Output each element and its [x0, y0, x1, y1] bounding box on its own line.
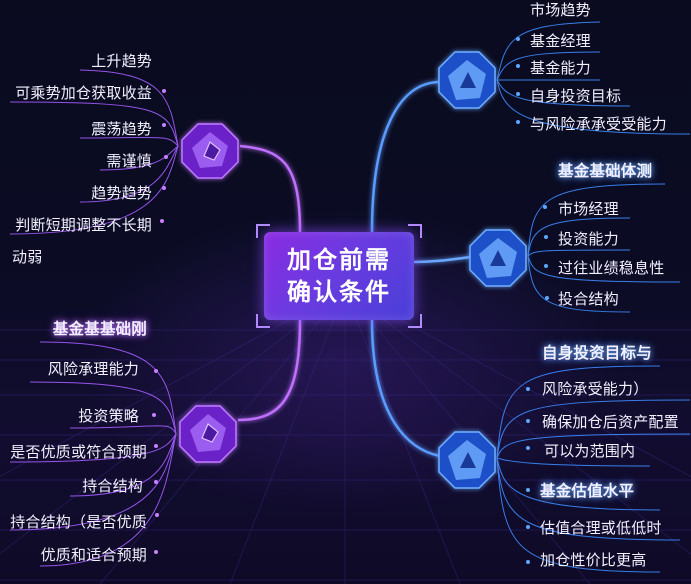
list-item[interactable]: 确保加仓后资产配置: [542, 413, 679, 431]
list-item[interactable]: 优质和适合预期: [40, 546, 147, 564]
list-item[interactable]: 震荡趋势: [91, 120, 152, 138]
corner-bracket: [408, 314, 422, 328]
list-item[interactable]: 可以为范围内: [544, 442, 636, 460]
branch-title[interactable]: 基金估值水平: [540, 482, 635, 500]
central-topic-node[interactable]: 加仓前需 确认条件: [264, 232, 414, 320]
central-topic-line1: 加仓前需: [287, 246, 391, 274]
list-item[interactable]: 判断短期调整不长期: [15, 216, 152, 234]
list-item[interactable]: 市场趋势: [530, 1, 591, 19]
central-topic-line2: 确认条件: [287, 278, 391, 306]
list-item[interactable]: 是否优质或符合预期: [10, 443, 147, 461]
list-item[interactable]: 基金经理: [530, 32, 591, 50]
list-item[interactable]: 上升趋势: [91, 52, 152, 70]
list-item[interactable]: 投资策略: [78, 407, 139, 425]
list-item[interactable]: 估值合理或低低时: [540, 519, 662, 537]
branch-title[interactable]: 基金基基础刚: [52, 320, 147, 338]
list-item[interactable]: 风险承受能力）: [542, 380, 649, 398]
corner-bracket: [256, 314, 270, 328]
list-item[interactable]: 动弱: [12, 248, 43, 266]
list-item[interactable]: 过往业绩稳息性: [558, 259, 665, 277]
list-item[interactable]: 加仓性价比更高: [540, 551, 647, 569]
purple-gem-node-bottom: [179, 405, 237, 463]
list-item[interactable]: 风险承理能力: [47, 360, 139, 378]
blue-gem-node-middle: [469, 229, 527, 287]
corner-bracket: [256, 224, 270, 238]
blue-gem-node-bottom: [438, 431, 496, 489]
list-item[interactable]: 持合结构（是否优质: [10, 513, 147, 531]
branch-title[interactable]: 自身投资目标与: [542, 344, 652, 362]
list-item[interactable]: 持合结构: [82, 477, 143, 495]
list-item[interactable]: 投资能力: [558, 230, 619, 248]
list-item[interactable]: 市场经理: [558, 200, 619, 218]
blue-gem-node-top: [438, 51, 496, 109]
branch-title[interactable]: 基金基础体测: [558, 162, 653, 180]
corner-bracket: [408, 224, 422, 238]
list-item[interactable]: 需谨慎: [106, 152, 152, 170]
list-item[interactable]: 基金能力: [530, 59, 591, 77]
purple-gem-node-top: [181, 123, 239, 179]
list-item[interactable]: 可乘势加仓获取收益: [15, 84, 152, 102]
list-item[interactable]: 投合结构: [558, 290, 619, 308]
list-item[interactable]: 自身投资目标: [530, 87, 622, 105]
list-item[interactable]: 与风险承承受受能力: [530, 115, 667, 133]
list-item[interactable]: 趋势趋势: [91, 184, 152, 202]
